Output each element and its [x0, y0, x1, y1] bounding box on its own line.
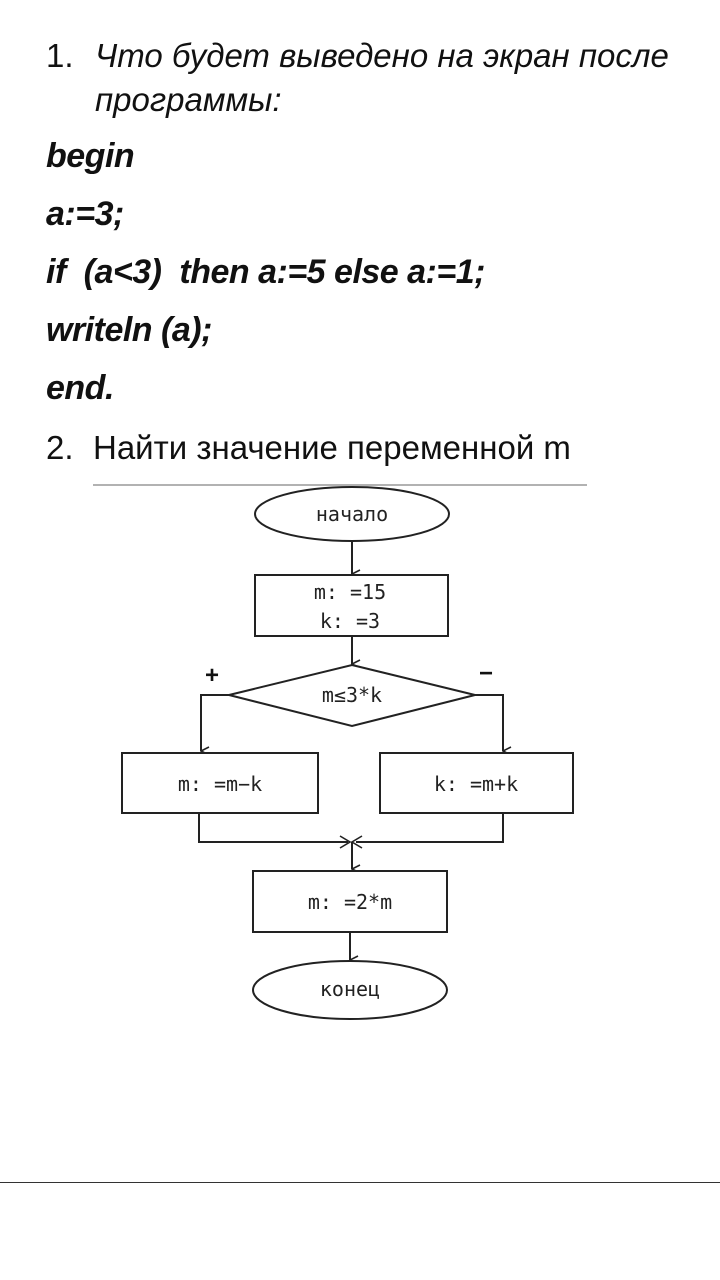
merge-arrowhead-left: [339, 835, 352, 849]
code-line-begin: begin: [46, 137, 135, 175]
question2-text: Найти значение переменной m: [93, 429, 571, 466]
final-assign-label: m: =2*m: [308, 890, 392, 914]
yes-branch-box: [121, 752, 319, 814]
page-divider: [0, 1182, 720, 1183]
yes-sign: +: [205, 662, 219, 689]
arrow-yes-branch: [200, 694, 229, 751]
merge-line-right: [356, 813, 504, 843]
code-line-writeln: writeln (a);: [46, 311, 212, 349]
code-line-end: end.: [46, 369, 114, 407]
code-line-if: if (a<3) then a:=5 else a:=1;: [46, 253, 485, 291]
question1-text-line2: программы:: [95, 81, 282, 118]
end-label: конец: [320, 977, 380, 1001]
question1-number: 1.: [46, 37, 74, 74]
no-branch-label: k: =m+k: [434, 772, 518, 796]
init-label-m: m: =15: [314, 580, 386, 604]
start-label: начало: [316, 502, 388, 526]
yes-branch-label: m: =m−k: [178, 772, 262, 796]
flowchart: начало m: =15 k: =3 m≤3*k + − m: =m−k k:…: [93, 484, 587, 1020]
no-sign: −: [479, 660, 493, 687]
code-line-assign: a:=3;: [46, 195, 124, 233]
no-branch-box: [379, 752, 574, 814]
question1-text-line1: Что будет выведено на экран после: [95, 37, 669, 74]
final-assign-box: [252, 870, 448, 933]
init-label-k: k: =3: [320, 609, 380, 633]
arrow-no-branch: [475, 694, 503, 751]
question2-number: 2.: [46, 429, 74, 466]
condition-label: m≤3*k: [322, 683, 382, 707]
init-box: [254, 574, 449, 637]
merge-line-left: [198, 813, 348, 843]
condition-diamond: [228, 663, 476, 728]
end-terminal: [252, 960, 448, 1020]
